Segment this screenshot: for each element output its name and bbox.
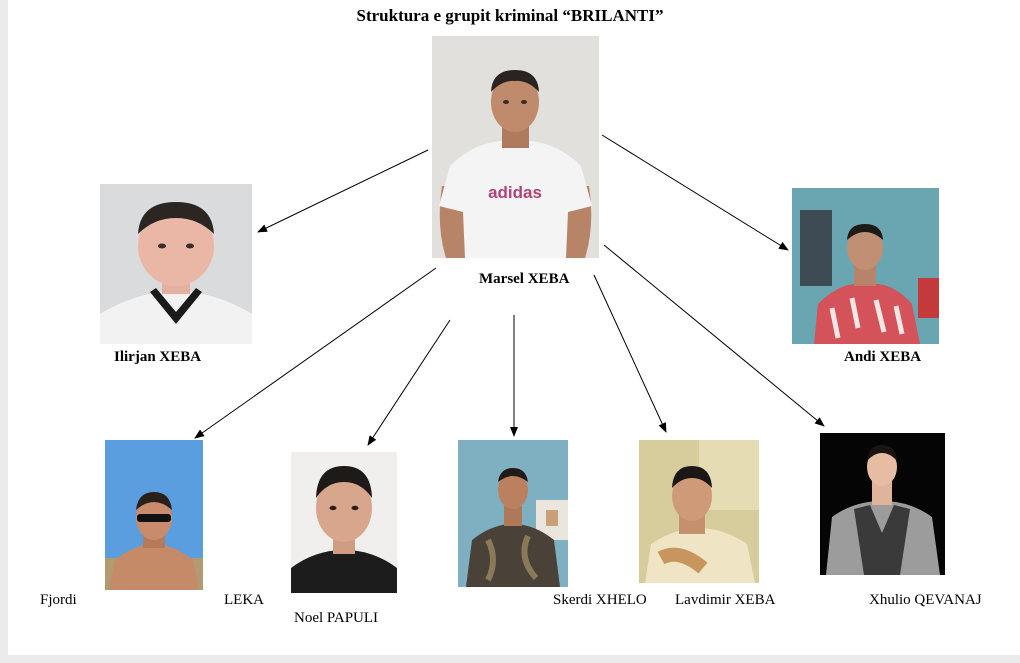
label-andi: Andi XEBA (844, 349, 922, 365)
ilirjan-photo (100, 184, 252, 344)
arrow-to-xhulio (603, 244, 825, 427)
label-xhulio: Xhulio QEVANAJ (869, 592, 982, 608)
arrow-to-andi (601, 134, 789, 251)
noel-photo (291, 452, 397, 593)
leader-photo: adidas (432, 36, 599, 258)
skerdi-photo (458, 440, 568, 587)
label-noel: Noel PAPULI (294, 610, 379, 626)
arrow-to-lavdimir (593, 274, 667, 433)
label-lavdimir: Lavdimir XEBA (675, 592, 776, 608)
arrow-to-fjordi (194, 267, 437, 439)
diagram-title: Struktura e grupit kriminal “BRILANTI” (356, 6, 664, 25)
arrow-to-noel (367, 319, 451, 446)
xhulio-photo (820, 433, 945, 575)
label-leka: LEKA (224, 592, 264, 608)
andi-photo (792, 188, 939, 344)
shirt-logo: adidas (488, 183, 542, 202)
fjordi-photo (105, 440, 203, 590)
arrow-to-ilirjan (257, 149, 429, 233)
label-ilirjan: Ilirjan XEBA (114, 349, 202, 365)
label-skerdi: Skerdi XHELO (553, 592, 647, 608)
label-leader: Marsel XEBA (479, 271, 570, 287)
lavdimir-photo (639, 440, 759, 583)
label-fjordi: Fjordi (40, 592, 77, 608)
